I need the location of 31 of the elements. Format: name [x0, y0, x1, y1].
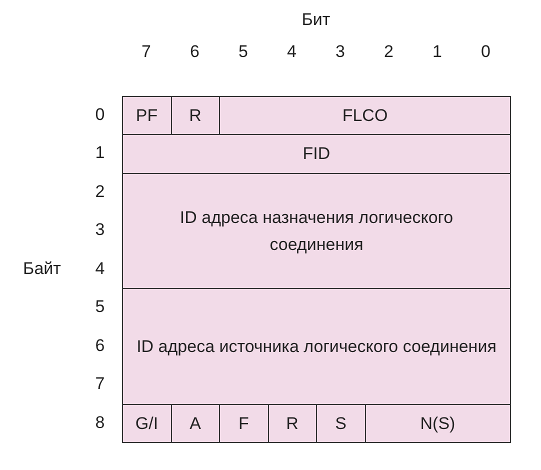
bit-number: 4 — [287, 42, 296, 62]
bit-field: S — [316, 404, 366, 443]
bit-number: 0 — [481, 42, 490, 62]
byte-number: 0 — [95, 104, 105, 125]
byte-number: 6 — [95, 336, 105, 356]
axis-label: Байт — [23, 258, 61, 279]
bit-field: R — [170, 96, 220, 135]
byte-number: 3 — [95, 220, 105, 240]
bit-field: FID — [122, 134, 511, 174]
bit-number: 5 — [238, 42, 248, 62]
bit-field: G/I — [122, 404, 172, 443]
bit-field: N(S) — [364, 404, 511, 443]
bit-number: 6 — [190, 42, 200, 62]
byte-number: 5 — [95, 297, 105, 318]
bit-field: ID адреса источника логического соединения — [122, 288, 511, 404]
byte-number: 1 — [95, 143, 105, 164]
bit-field: PF — [122, 96, 172, 135]
bit-field: R — [268, 404, 317, 443]
byte-number: 2 — [95, 182, 105, 202]
bit-number: 3 — [336, 42, 345, 62]
bit-number: 2 — [384, 42, 394, 62]
bit-field: FLCO — [219, 96, 511, 135]
byte-number: 7 — [95, 374, 105, 394]
byte-number: 8 — [95, 412, 105, 433]
bit-number: 7 — [142, 42, 151, 62]
bit-field: F — [219, 404, 268, 443]
bit-number: 1 — [432, 42, 442, 62]
byte-number: 4 — [95, 258, 105, 279]
bit-field: ID адреса назначения логического соединения — [122, 172, 511, 289]
bit-field: A — [170, 404, 220, 443]
axis-label: Бит — [302, 10, 330, 30]
